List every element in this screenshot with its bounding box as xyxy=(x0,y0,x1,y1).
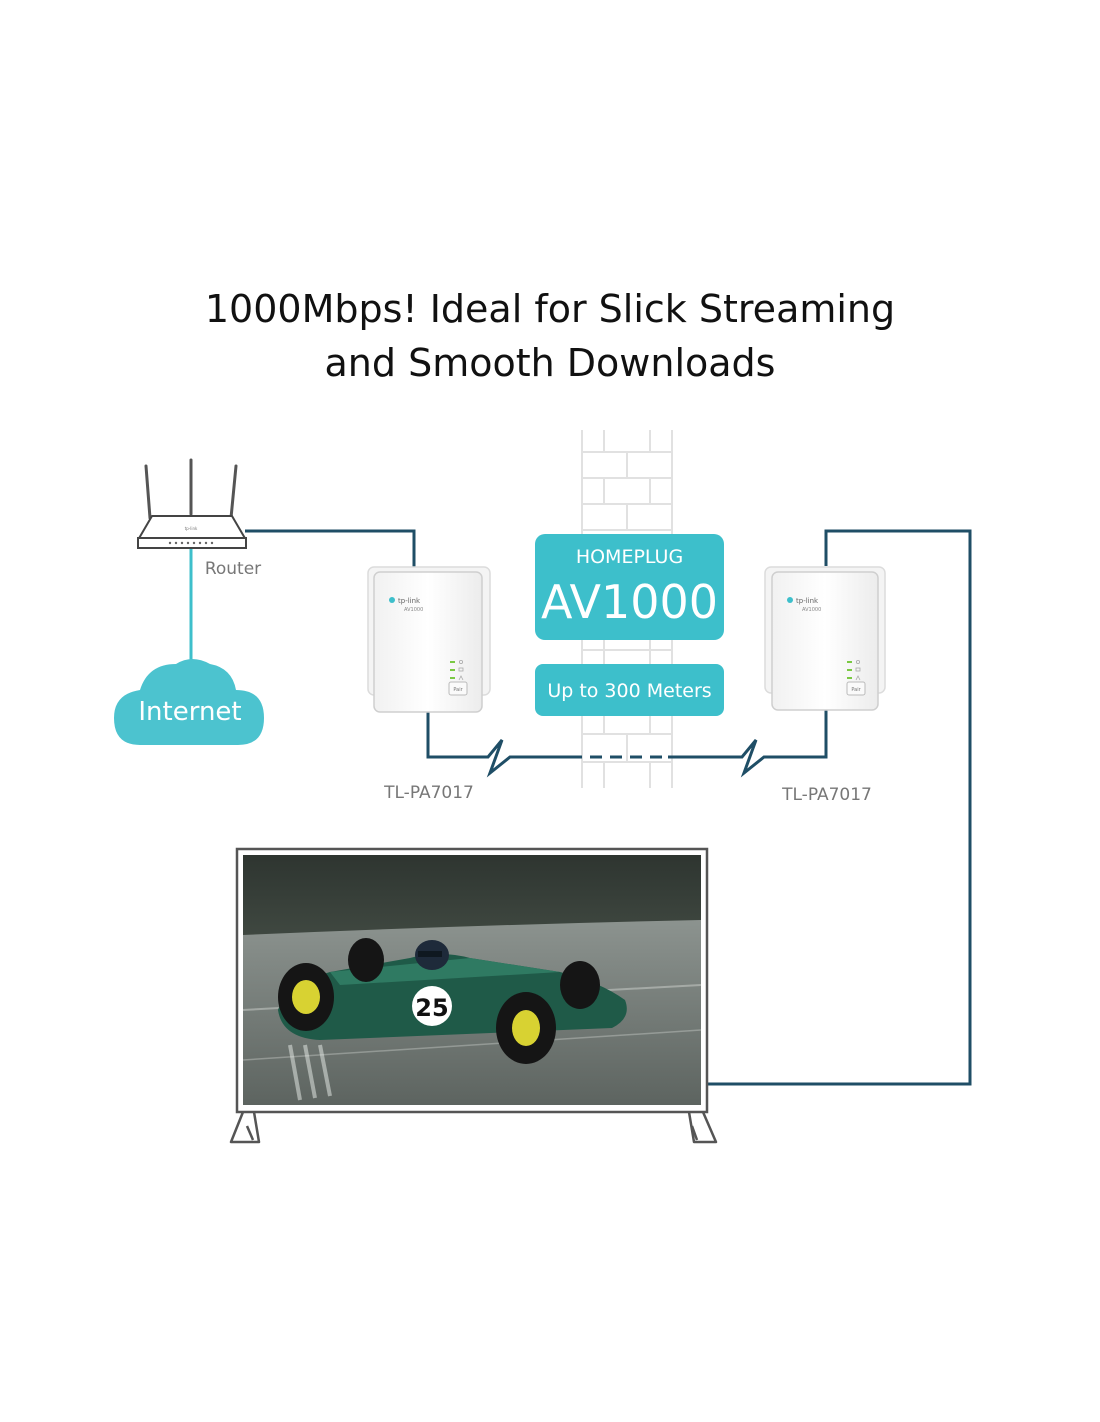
adapter-to-tv-line xyxy=(708,529,972,1086)
router-brand: tp-link xyxy=(185,526,198,531)
powerline-right xyxy=(668,708,828,778)
tv: 25 xyxy=(229,847,718,1144)
tv-screen: 25 xyxy=(242,855,702,1105)
car-number: 25 xyxy=(415,994,448,1022)
cloud-icon xyxy=(114,659,264,745)
adapter-left: tp-link AV1000 Pair TL-PA7017 xyxy=(367,566,491,803)
range-label: Up to 300 Meters xyxy=(547,680,711,702)
powerline-left xyxy=(426,708,582,778)
internet-cloud: Internet xyxy=(114,659,264,745)
range-badge: Up to 300 Meters xyxy=(535,664,724,716)
adapter-model: AV1000 xyxy=(404,607,423,613)
car-wheels xyxy=(278,938,600,1064)
headline-line-1: 1000Mbps! Ideal for Slick Streaming xyxy=(204,287,896,331)
internet-label: Internet xyxy=(138,697,241,727)
adapter-leds-icon xyxy=(847,660,861,681)
router-to-adapter-line xyxy=(245,529,416,568)
adapter-right-label: TL-PA7017 xyxy=(781,785,872,805)
pair-button[interactable] xyxy=(448,681,468,696)
tp-link-logo-icon xyxy=(787,597,793,603)
adapter-brand: tp-link xyxy=(796,597,819,605)
adapter-left-label: TL-PA7017 xyxy=(383,783,474,803)
pair-button-label: Pair xyxy=(851,687,861,693)
router-label: Router xyxy=(205,559,261,579)
headline: 1000Mbps! Ideal for Slick Streaming and … xyxy=(0,282,1100,390)
av1000-label: AV1000 xyxy=(541,575,718,629)
connection-lines xyxy=(245,529,972,1086)
pair-button-label: Pair xyxy=(453,687,463,693)
router: tp-link Router xyxy=(137,458,261,579)
adapter-leds-icon xyxy=(450,660,464,681)
homeplug-label: HOMEPLUG xyxy=(576,546,683,568)
pair-button[interactable] xyxy=(846,681,866,696)
race-car-image: 25 xyxy=(278,938,627,1101)
router-antennas-icon xyxy=(144,458,238,520)
adapter-right: tp-link AV1000 Pair TL-PA7017 xyxy=(764,566,886,805)
tp-link-logo-icon xyxy=(389,597,395,603)
router-leds-icon xyxy=(168,541,214,545)
adapter-brand: tp-link xyxy=(398,597,421,605)
adapter-model: AV1000 xyxy=(802,607,821,613)
headline-line-2: and Smooth Downloads xyxy=(324,341,776,385)
homeplug-badge: HOMEPLUG AV1000 xyxy=(535,534,724,640)
tv-stand xyxy=(229,1111,718,1144)
